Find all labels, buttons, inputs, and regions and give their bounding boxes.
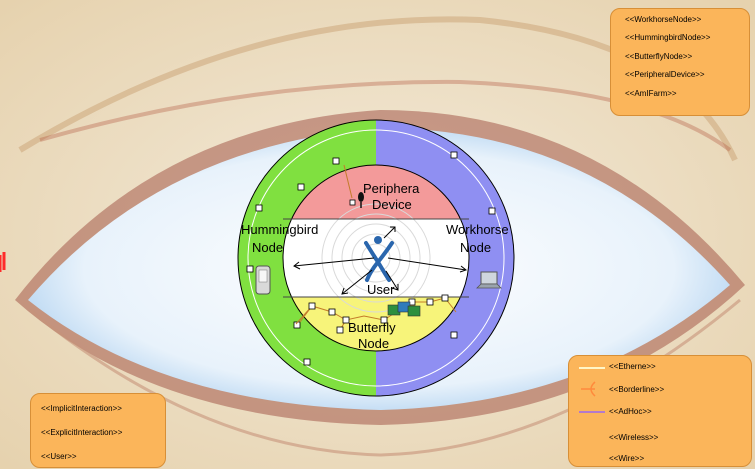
peripheral-label-2: Device: [372, 197, 412, 212]
interactions-legend: <<ImplicitInteraction>> <<ExplicitIntera…: [30, 393, 166, 468]
connector-item: <<AdHoc>>: [609, 407, 652, 416]
user-label: User: [367, 282, 395, 297]
stereotype-item: <<ButterflyNode>>: [625, 52, 692, 61]
interaction-item: <<User>>: [41, 452, 77, 461]
stereotype-item: <<AmIFarm>>: [625, 89, 677, 98]
borderline-icon: [579, 380, 609, 398]
butterfly-label-1: Butterfly: [348, 320, 396, 335]
connector-item: <<Borderline>>: [609, 385, 664, 394]
laptop-icon: [477, 272, 501, 288]
ethernet-line: [579, 367, 605, 369]
stereotype-item: <<HummingbirdNode>>: [625, 33, 710, 42]
connector-item: <<Wire>>: [609, 454, 644, 463]
interaction-item: <<ExplicitInteraction>>: [41, 428, 122, 437]
stereotypes-legend: <<WorkhorseNode>> <<HummingbirdNode>> <<…: [610, 8, 750, 116]
hummingbird-label-1: Hummingbird: [241, 222, 318, 237]
adhoc-line: [579, 411, 605, 413]
workhorse-label-2: Node: [460, 240, 491, 255]
connector-item: <<Wireless>>: [609, 433, 658, 442]
interaction-item: <<ImplicitInteraction>>: [41, 404, 122, 413]
connector-item: <<Etherne>>: [609, 362, 656, 371]
pda-icon: [256, 266, 270, 294]
butterfly-label-2: Node: [358, 336, 389, 351]
stereotype-item: <<WorkhorseNode>>: [625, 15, 701, 24]
peripheral-label-1: Periphera: [363, 181, 420, 196]
workhorse-label-1: Workhorse: [446, 222, 509, 237]
stereotype-item: <<PeripheralDevice>>: [625, 70, 705, 79]
hummingbird-label-2: Node: [252, 240, 283, 255]
connectors-legend: <<Etherne>> <<Borderline>> <<AdHoc>> <<W…: [568, 355, 752, 467]
